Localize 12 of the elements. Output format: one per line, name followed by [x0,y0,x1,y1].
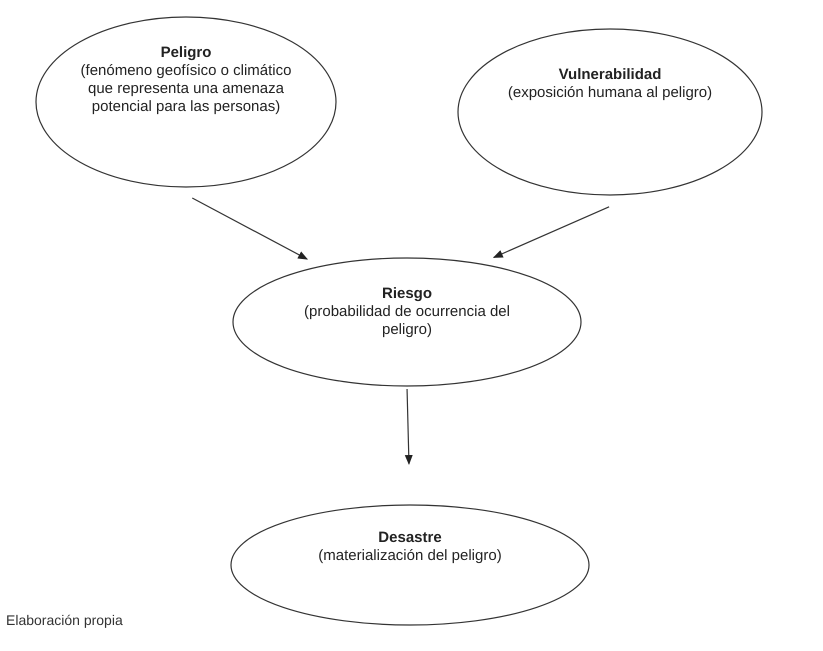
node-description: (exposición humana al peligro) [508,84,712,102]
node-description: (fenómeno geofísico o climático que representa una amenaza potencial para las personas) [80,62,292,116]
source-note: Elaboración propia [6,612,123,628]
arrow [192,197,308,260]
node-title: Peligro [160,44,212,62]
node-description: (materialización del peligro) [318,547,502,565]
node-title: Desastre [378,529,442,547]
node-title: Vulnerabilidad [558,66,662,84]
node-description: (probabilidad de ocurrencia del peligro) [303,303,511,339]
arrow [492,206,610,258]
arrow [404,388,413,466]
node-title: Riesgo [382,285,432,303]
